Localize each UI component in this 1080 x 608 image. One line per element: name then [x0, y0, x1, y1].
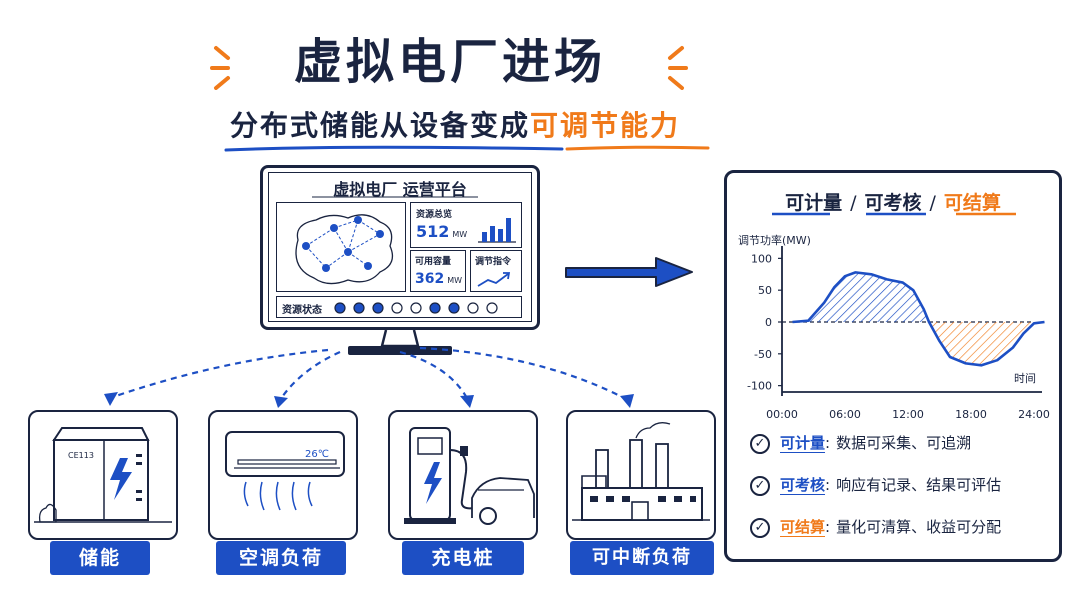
y-tick-label: -50 [754, 348, 772, 361]
power-series-line [792, 271, 1045, 367]
storage-unit-text: CE113 [68, 451, 94, 460]
heading-sep-2: / [929, 192, 936, 214]
check-circle-icon: ✓ [750, 433, 770, 454]
energy-storage-cabinet-icon: CE113 [34, 427, 172, 523]
screen-title-underline [312, 196, 478, 198]
status-dot [410, 302, 422, 314]
spark-right-icon [668, 46, 688, 90]
heading-underline [772, 212, 1016, 216]
available-panel [410, 250, 466, 292]
status-dot [334, 302, 346, 314]
device-label-aircon: 空调负荷 [216, 541, 346, 575]
subtitle-underline [224, 145, 710, 152]
air-conditioner-icon [225, 431, 345, 511]
x-tick-label: 18:00 [955, 408, 987, 420]
bar-chart-icon [478, 218, 516, 243]
y-tick-label: -100 [747, 380, 772, 393]
device-label-storage: 储能 [50, 541, 150, 575]
ac-temperature: 26℃ [305, 449, 329, 460]
spark-left-icon [210, 46, 230, 90]
heading-measurable: 可计量 [785, 192, 843, 214]
check-colon-measurable: : [825, 434, 831, 452]
check-key-measurable: 可计量 [780, 434, 826, 452]
device-label-factory: 可中断负荷 [570, 541, 714, 575]
heading-sep-1: / [850, 192, 857, 214]
x-tick-label: 12:00 [892, 408, 924, 420]
status-dot [353, 302, 365, 314]
subtitle-main: 分布式储能从设备变成 [230, 109, 531, 142]
distribution-arrows [104, 346, 634, 408]
check-text-settleable: 量化可清算、收益可分配 [836, 518, 1002, 536]
negative-area [929, 322, 1045, 366]
status-dot [448, 302, 460, 314]
x-tick-label: 06:00 [829, 408, 861, 420]
page-title: 虚拟电厂进场 [293, 34, 606, 90]
status-dot [486, 302, 498, 314]
check-key-settleable: 可结算 [780, 518, 826, 536]
check-colon-assessable: : [825, 476, 831, 494]
status-label: 资源状态 [282, 305, 322, 316]
power-chart: 100 50 0 -50 -100 00:00 06:00 12:00 18:00 24:00 [747, 246, 1050, 420]
device-label-charger: 充电桩 [402, 541, 524, 575]
platform-title: 虚拟电厂 运营平台 [333, 180, 467, 199]
chart-xlabel: 时间 [1014, 372, 1036, 385]
check-colon-settleable: : [825, 518, 831, 536]
check-row-settleable: ✓ 可结算: 量化可清算、收益可分配 [750, 516, 1001, 538]
settlement-panel [724, 170, 1062, 562]
trend-up-icon [477, 272, 511, 287]
available-unit: MW [447, 276, 463, 285]
chart-ylabel: 调节功率(MW) [738, 234, 811, 247]
check-circle-icon: ✓ [750, 517, 770, 538]
check-row-measurable: ✓ 可计量: 数据可采集、可追溯 [750, 432, 971, 454]
map-panel [276, 202, 406, 292]
y-tick-label: 0 [765, 316, 772, 329]
available-label: 可用容量 [415, 257, 452, 267]
total-label: 资源总览 [416, 210, 453, 220]
check-text-measurable: 数据可采集、可追溯 [836, 434, 972, 452]
status-dot [429, 302, 441, 314]
factory-icon [572, 422, 710, 521]
available-value: 362 [415, 271, 445, 287]
heading-settleable: 可结算 [943, 192, 1001, 214]
status-dot [391, 302, 403, 314]
ev-charger-icon [404, 427, 535, 525]
heading-assessable: 可考核 [864, 192, 922, 214]
total-unit: MW [452, 230, 468, 239]
positive-area [792, 272, 929, 322]
x-tick-label: 24:00 [1018, 408, 1050, 420]
subtitle-highlight: 可调节能力 [530, 109, 681, 142]
status-dot [372, 302, 384, 314]
flow-arrow-icon [565, 257, 693, 287]
check-text-assessable: 响应有记录、结果可评估 [836, 476, 1002, 494]
x-tick-label: 00:00 [766, 408, 798, 420]
total-value: 512 [416, 222, 450, 241]
y-tick-label: 100 [751, 252, 772, 265]
network-map [295, 214, 394, 285]
status-dots [334, 302, 498, 314]
panel-heading: 可计量 / 可考核 / 可结算 [724, 188, 1062, 215]
total-panel [410, 202, 522, 248]
check-key-assessable: 可考核 [780, 476, 826, 494]
dispatch-label: 调节指令 [475, 257, 512, 267]
status-dot [467, 302, 479, 314]
check-row-assessable: ✓ 可考核: 响应有记录、结果可评估 [750, 474, 1001, 496]
y-tick-label: 50 [758, 284, 772, 297]
page-subtitle: 分布式储能从设备变成可调节能力 [230, 104, 680, 144]
check-circle-icon: ✓ [750, 475, 770, 496]
